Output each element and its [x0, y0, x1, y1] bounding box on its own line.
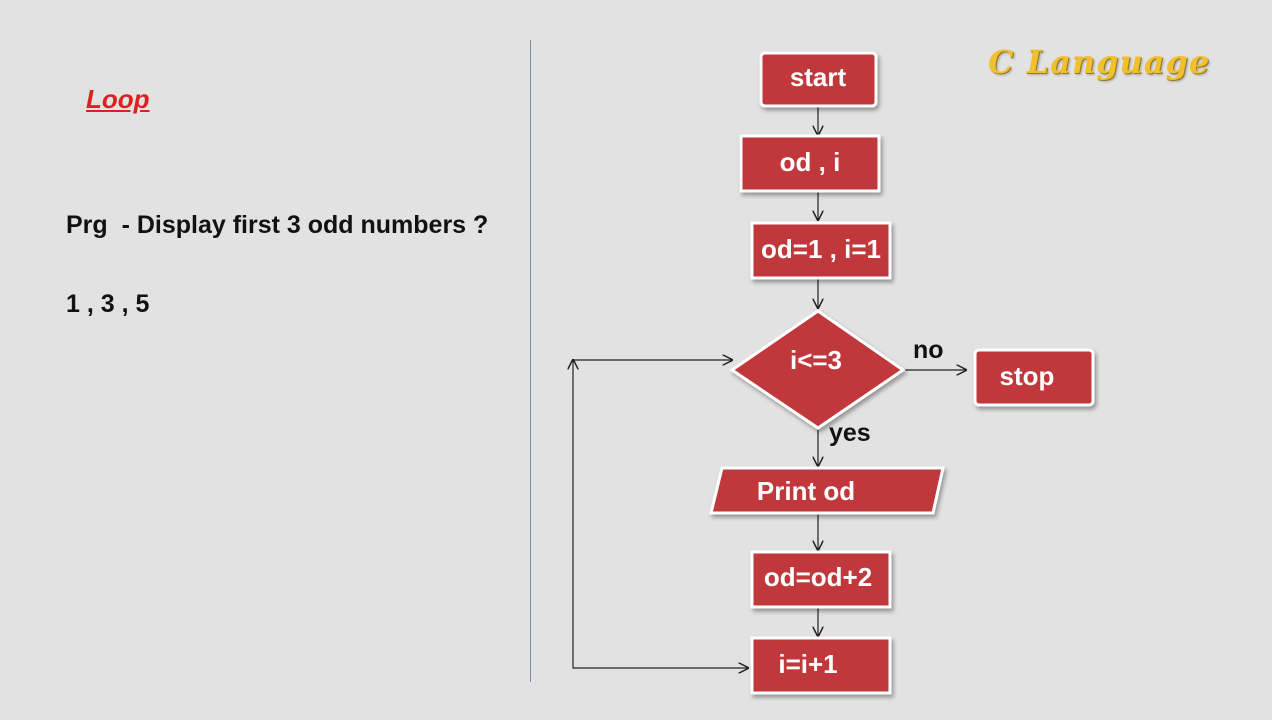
node-print: Print od	[709, 466, 945, 515]
node-init: od=1 , i=1	[750, 221, 892, 280]
connectors	[573, 106, 966, 668]
node-condition-label: i<=3	[790, 345, 842, 375]
node-stop: stop	[973, 348, 1095, 407]
node-condition: i<=3	[729, 309, 906, 430]
brand-logo: C Language	[988, 43, 1211, 81]
node-start: start	[759, 51, 878, 108]
node-increment-od: od=od+2	[750, 550, 892, 609]
slide-title: Loop	[86, 84, 150, 114]
node-increment-i-label: i=i+1	[778, 649, 837, 679]
vertical-divider	[530, 40, 531, 682]
node-increment-i: i=i+1	[750, 636, 892, 695]
node-start-label: start	[790, 62, 847, 92]
node-increment-od-label: od=od+2	[764, 562, 872, 592]
node-print-label: Print od	[757, 476, 855, 506]
node-init-label: od=1 , i=1	[761, 234, 881, 264]
node-declare: od , i	[739, 134, 881, 193]
edge-label-no: no	[913, 336, 944, 364]
node-declare-label: od , i	[780, 147, 841, 177]
loop-back-line	[573, 360, 748, 668]
program-question: Prg - Display first 3 odd numbers ?	[66, 211, 489, 239]
node-stop-label: stop	[1000, 361, 1055, 391]
edge-label-yes: yes	[829, 419, 871, 447]
odd-number-sequence: 1 , 3 , 5	[66, 290, 150, 318]
